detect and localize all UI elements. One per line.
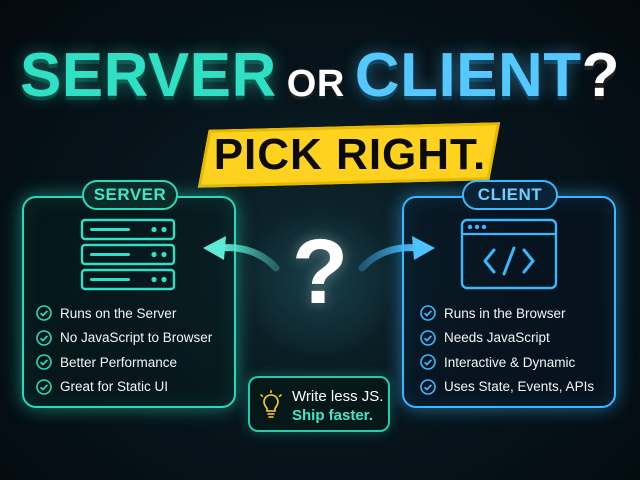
tip-line-2: Ship faster.	[292, 407, 373, 424]
client-feature-list: Runs in the Browser Needs JavaScript Int…	[420, 301, 594, 399]
feature-text: Needs JavaScript	[444, 330, 550, 346]
check-circle-icon	[36, 329, 52, 346]
feature-text: Better Performance	[60, 354, 178, 370]
feature-text: No JavaScript to Browser	[60, 330, 213, 346]
headline-or: OR	[286, 63, 345, 105]
check-circle-icon	[420, 354, 436, 371]
center-glow	[240, 215, 400, 355]
server-feature-list: Runs on the Server No JavaScript to Brow…	[36, 301, 212, 399]
banner-text: PICK RIGHT.	[213, 130, 487, 179]
feature-text: Interactive & Dynamic	[444, 354, 576, 370]
list-item: Better Performance	[36, 350, 212, 375]
check-circle-icon	[36, 378, 52, 395]
list-item: Great for Static UI	[36, 375, 212, 400]
list-item: Needs JavaScript	[420, 326, 594, 351]
list-item: Runs on the Server	[36, 301, 212, 326]
check-circle-icon	[420, 329, 436, 346]
client-card	[402, 196, 616, 408]
list-item: No JavaScript to Browser	[36, 326, 212, 351]
list-item: Runs in the Browser	[420, 301, 594, 326]
server-label: SERVER	[82, 180, 178, 210]
feature-text: Great for Static UI	[60, 379, 169, 395]
tip-line-1: Write less JS.	[292, 388, 384, 405]
headline-server: SERVER	[19, 41, 277, 110]
list-item: Uses State, Events, APIs	[420, 375, 594, 400]
check-circle-icon	[420, 305, 436, 322]
check-circle-icon	[36, 305, 52, 322]
arrow-left-icon	[203, 236, 280, 272]
feature-text: Runs on the Server	[60, 305, 177, 321]
tip-box	[248, 376, 390, 432]
client-label: CLIENT	[462, 180, 558, 210]
headline-client: CLIENT	[354, 41, 582, 110]
list-item: Interactive & Dynamic	[420, 350, 594, 375]
feature-text: Uses State, Events, APIs	[444, 379, 595, 395]
lightbulb-icon	[260, 390, 282, 418]
browser-code-icon	[460, 218, 558, 290]
feature-text: Runs in the Browser	[444, 305, 566, 321]
arrow-right-icon	[358, 236, 435, 272]
check-circle-icon	[420, 378, 436, 395]
headline-question: ?	[581, 41, 621, 110]
server-rack-icon	[80, 218, 176, 291]
question-mark: ?	[291, 221, 349, 323]
check-circle-icon	[36, 354, 52, 371]
